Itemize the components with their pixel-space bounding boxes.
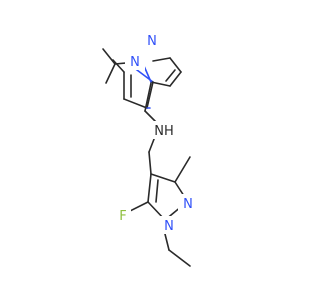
label-bg-n3 bbox=[178, 194, 198, 212]
atom-label-n-upper-ring: N bbox=[147, 34, 157, 49]
atom-label-n-upper-sub: N bbox=[130, 55, 140, 70]
atom-label-n-lower-sub: N bbox=[164, 219, 174, 234]
bond-ch-me2 bbox=[105, 63, 116, 84]
bond-c5-c4 bbox=[123, 98, 148, 109]
atom-label-nh: NH bbox=[154, 124, 174, 139]
bond-top-4 bbox=[150, 81, 171, 87]
bond-top-1 bbox=[152, 57, 171, 62]
bond-c5-c4 bbox=[147, 173, 152, 203]
bond-c5-n1 bbox=[146, 81, 154, 109]
atom-label-fluorine: F bbox=[119, 209, 126, 224]
bond-top-5 bbox=[143, 65, 152, 83]
label-bg-n2 bbox=[142, 31, 162, 49]
bond-top-3 bbox=[169, 71, 182, 87]
label-bg-f bbox=[115, 206, 131, 224]
label-bg-n1 bbox=[125, 52, 145, 70]
bond-top-3-double bbox=[165, 69, 176, 82]
bond-c5-c4-double bbox=[155, 179, 159, 203]
bond-methyl bbox=[174, 156, 191, 183]
bond-c3-n2 bbox=[112, 59, 125, 73]
bond-ch2-ch3 bbox=[168, 249, 191, 267]
structure-diagram: N N NH N N F bbox=[102, 31, 198, 267]
label-bg-nh bbox=[151, 121, 177, 139]
label-bg-n4 bbox=[159, 216, 179, 234]
bond-c4-c3 bbox=[150, 173, 176, 183]
bond-top-2 bbox=[169, 57, 182, 73]
bond-ch2-ring bbox=[148, 151, 152, 175]
upper-ring-outline bbox=[143, 57, 182, 87]
molecule-canvas: N N NH N N F bbox=[102, 31, 198, 267]
atom-label-n-lower-ring: N bbox=[183, 197, 193, 212]
bond-ch-me1 bbox=[102, 48, 116, 65]
bond-ring-ch2 bbox=[144, 82, 152, 112]
